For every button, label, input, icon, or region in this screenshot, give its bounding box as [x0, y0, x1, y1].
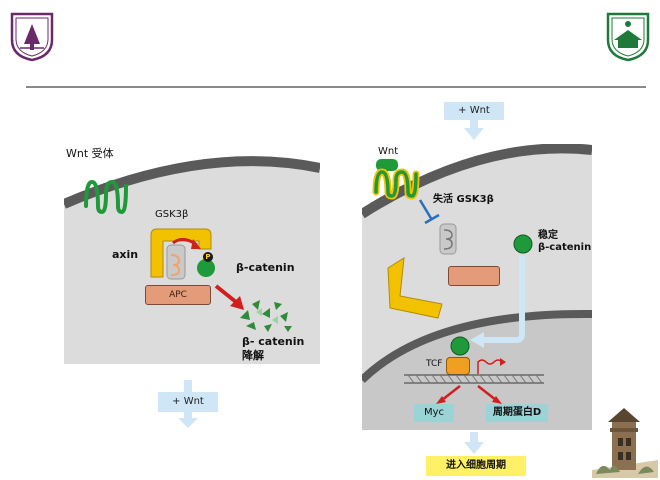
- inhibition-arrow: [418, 199, 440, 225]
- nuclear-beta-catenin: [450, 336, 470, 356]
- right-plus-wnt-box: + Wnt: [444, 102, 504, 120]
- dna-strand: [404, 374, 544, 384]
- left-down-arrow: [178, 380, 198, 428]
- cell-cycle-box: 进入细胞周期: [426, 456, 526, 476]
- wnt-ligand: [376, 159, 398, 171]
- stable-label-line2: β-catenin: [538, 242, 592, 253]
- inactivate-gsk3b-label: 失活 GSK3β: [433, 194, 494, 205]
- myc-box: Myc: [414, 404, 454, 422]
- nuclear-translocation-arrow: [470, 256, 525, 348]
- free-axin: [387, 257, 443, 319]
- apc-box: APC: [145, 285, 211, 305]
- degrade-text-line1: β- catenin: [242, 335, 305, 348]
- phospho-badge: P: [203, 252, 213, 262]
- left-plus-wnt-box: + Wnt: [158, 392, 218, 412]
- axin-label: axin: [112, 248, 139, 261]
- degraded-fragments: [240, 300, 292, 332]
- wnt-receptor-icon: [84, 179, 128, 215]
- inactive-gsk3b: [439, 223, 457, 255]
- degrade-text-line2: 降解: [242, 349, 264, 362]
- campus-tower-image: [592, 408, 658, 478]
- transcription-arrow: [477, 358, 506, 374]
- right-university-logo: [604, 10, 652, 62]
- wnt-receptor-label: Wnt 受体: [66, 147, 114, 160]
- stable-label-line1: 稳定: [538, 230, 558, 241]
- beta-catenin-ball: [197, 259, 215, 277]
- beta-catenin-label: β-catenin: [236, 261, 295, 274]
- wnt-label: Wnt: [378, 146, 399, 157]
- right-bottom-down-arrow: [464, 432, 484, 454]
- activated-receptor-icon: [372, 168, 420, 200]
- left-university-logo: [8, 10, 56, 62]
- cyclin-d-box: 周期蛋白D: [486, 404, 548, 422]
- left-cell-panel: [64, 146, 320, 364]
- output-arrows: [436, 385, 502, 404]
- free-apc: [448, 266, 500, 286]
- header-divider: [26, 86, 646, 88]
- right-top-down-arrow: [464, 118, 484, 140]
- gsk3b-label: GSK3β: [155, 209, 189, 220]
- degradation-arrow: [214, 284, 244, 310]
- tcf-label: TCF: [426, 359, 443, 369]
- destruction-complex: [150, 228, 212, 280]
- stable-beta-catenin: [513, 234, 533, 254]
